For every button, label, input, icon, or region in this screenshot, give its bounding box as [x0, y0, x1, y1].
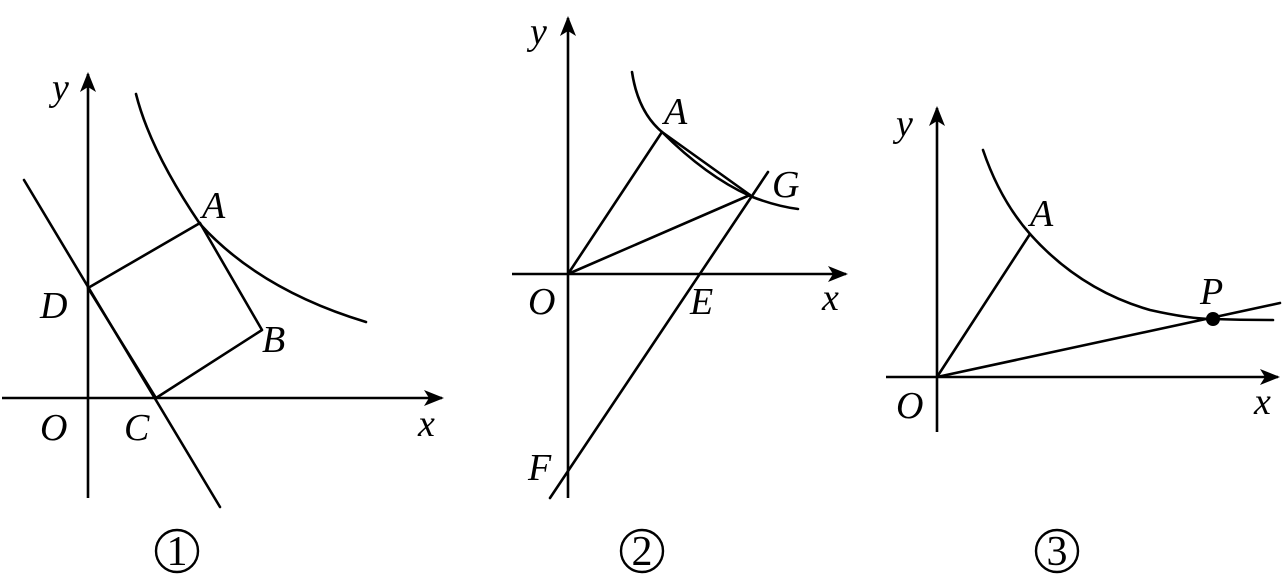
fig2-label-o: O: [528, 281, 555, 323]
fig3-caption-number: 3: [1047, 529, 1068, 575]
fig1-label-b: B: [262, 319, 285, 361]
fig3-hyperbola-curve: [981, 148, 1275, 322]
fig3-caption-circle: [1034, 528, 1080, 574]
fig3-point-p: [1206, 312, 1220, 326]
fig2-line-fg: [548, 170, 770, 500]
fig1-label-a: A: [199, 185, 226, 227]
fig3-label-x: x: [1253, 381, 1271, 423]
fig2-line-ag: [660, 130, 752, 197]
fig1-label-c: C: [124, 407, 150, 449]
fig1-label-x: x: [417, 403, 435, 445]
fig1-label-d: D: [39, 285, 67, 327]
fig2-label-x: x: [821, 277, 839, 319]
fig2-caption: 2: [619, 528, 665, 575]
fig2-label-a: A: [661, 91, 688, 133]
fig2-label-e: E: [689, 281, 713, 323]
fig1-square-abcd: [86, 221, 264, 400]
fig2-line-og: [566, 193, 752, 276]
fig3-line-op: [935, 301, 1282, 379]
fig3-line-oa: [935, 232, 1032, 379]
fig1-hyperbola-curve: [134, 92, 368, 324]
fig1-label-o: O: [40, 407, 67, 449]
fig1-label-y: y: [48, 67, 69, 109]
fig1-caption: 1: [154, 528, 200, 575]
fig3-caption: 3: [1034, 528, 1080, 575]
fig2-label-y: y: [526, 11, 547, 53]
fig2-label-f: F: [527, 447, 552, 489]
fig2-caption-circle: [619, 528, 665, 574]
fig1-caption-circle: [154, 528, 200, 574]
fig2-line-oa: [566, 130, 664, 276]
fig3-label-o: O: [896, 385, 923, 427]
fig3-label-a: A: [1027, 193, 1054, 235]
figure-3: y x O A P 3: [886, 103, 1282, 575]
fig2-label-g: G: [772, 164, 799, 206]
fig3-label-y: y: [892, 103, 913, 145]
fig2-hyperbola-curve: [630, 70, 800, 211]
fig1-caption-number: 1: [167, 529, 188, 575]
figure-2: y x O E F A G 2: [512, 11, 848, 575]
fig2-caption-number: 2: [632, 529, 653, 575]
fig3-label-p: P: [1199, 271, 1223, 313]
figure-1: y x O C D A B 1: [2, 67, 444, 575]
